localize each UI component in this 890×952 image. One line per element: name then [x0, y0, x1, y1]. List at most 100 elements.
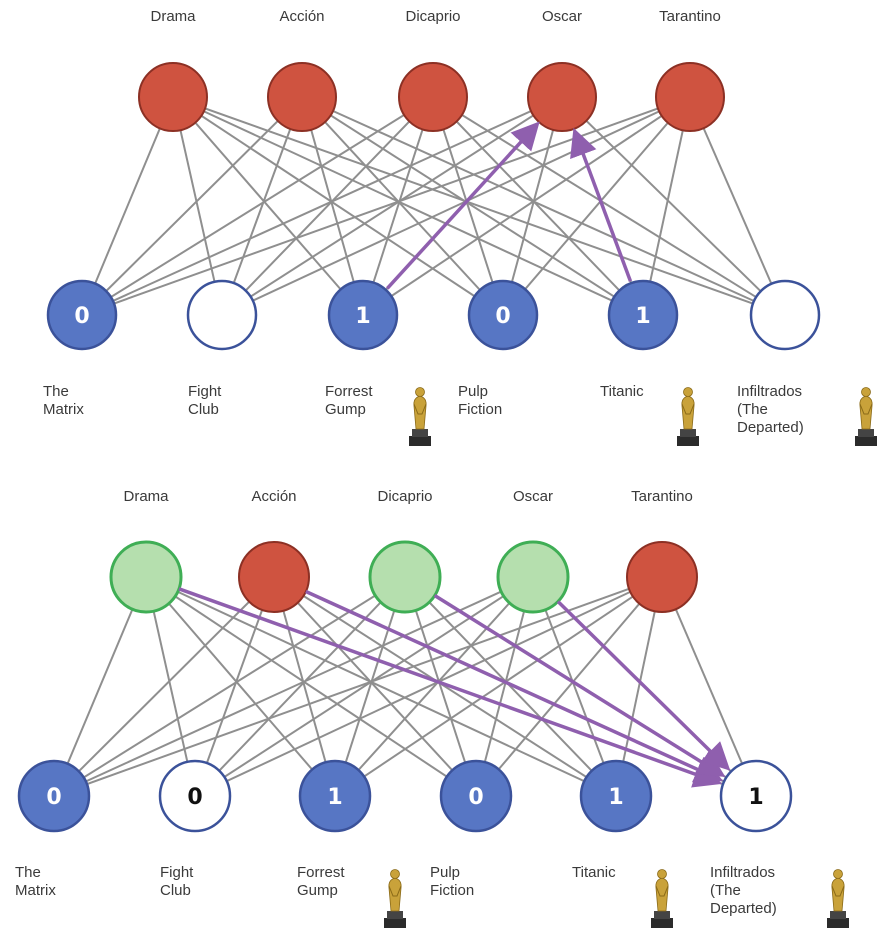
edge-h2-v1 — [194, 576, 406, 797]
edge-h4-v5 — [689, 96, 786, 316]
visible-node-2 — [186, 279, 258, 351]
edge-h0-v5 — [172, 96, 786, 316]
edge-h2-v5 — [432, 96, 786, 316]
edge-h3-v2 — [334, 576, 534, 797]
hidden-node-3 — [398, 62, 468, 132]
hidden-node-label: Acción — [279, 8, 325, 25]
edge-h2-v3 — [432, 96, 504, 316]
visible-node-5 — [579, 759, 653, 833]
oscar-statuette-icon — [677, 387, 699, 446]
movie-label: Infiltrados (The Departed) — [710, 864, 777, 917]
visible-node-value: 1 — [355, 304, 370, 329]
movie-label: Titanic — [572, 864, 616, 881]
movie-label: Pulp Fiction — [458, 383, 503, 418]
visible-node-value: 0 — [187, 785, 202, 810]
edge-h0-v1 — [145, 576, 196, 797]
hidden-node-label: Drama — [150, 8, 196, 25]
hidden-node-label: Drama — [123, 488, 169, 505]
edge-h0-v3 — [172, 96, 504, 316]
hidden-node-5 — [655, 62, 725, 132]
highlight-arrow-2 — [305, 589, 724, 783]
edge-h4-v4 — [615, 576, 663, 797]
hidden-node-2 — [267, 62, 337, 132]
edge-h0-v4 — [145, 576, 617, 797]
hidden-node-2 — [238, 541, 310, 613]
hidden-node-label: Acción — [251, 488, 297, 505]
edge-h3-v0 — [53, 576, 534, 797]
hidden-node-5 — [626, 541, 698, 613]
visible-node-value: 0 — [46, 785, 61, 810]
edge-h1-v1 — [221, 96, 303, 316]
visible-node-2 — [158, 759, 232, 833]
edge-h4-v5 — [661, 576, 757, 797]
edge-h3-v0 — [81, 96, 563, 316]
edge-h4-v2 — [362, 96, 691, 316]
edge-h3-v1 — [221, 96, 563, 316]
hidden-node-label: Oscar — [512, 488, 554, 505]
visible-node-value: 1 — [608, 785, 623, 810]
edge-h3-v5 — [561, 96, 786, 316]
edge-h0-v4 — [172, 96, 644, 316]
edge-h0-v2 — [172, 96, 364, 316]
visible-node-6 — [749, 279, 821, 351]
hidden-node-1 — [138, 62, 208, 132]
highlight-arrow-1 — [178, 587, 723, 788]
hidden-node-label: Dicaprio — [377, 488, 433, 505]
edge-h4-v1 — [221, 96, 691, 316]
edge-h2-v0 — [81, 96, 434, 316]
edge-h4-v1 — [194, 576, 663, 797]
visible-node-value: 1 — [635, 304, 650, 329]
visible-node-1 — [17, 759, 91, 833]
edge-h4-v3 — [502, 96, 691, 316]
highlight-arrows — [178, 587, 731, 788]
visible-node-3 — [327, 279, 399, 351]
movie-label: The Matrix — [15, 864, 56, 899]
visible-node-1 — [46, 279, 118, 351]
edge-h2-v4 — [432, 96, 644, 316]
edge-h0-v0 — [81, 96, 174, 316]
edge-h2-v2 — [334, 576, 406, 797]
highlight-arrows — [385, 121, 633, 290]
visible-node-value: 1 — [748, 785, 763, 810]
edge-h3-v3 — [475, 576, 534, 797]
edge-h2-v0 — [53, 576, 406, 797]
hidden-node-label: Tarantino — [659, 8, 721, 25]
visible-node-6 — [719, 759, 793, 833]
highlight-arrow-3 — [433, 594, 726, 777]
edge-h4-v2 — [334, 576, 663, 797]
edge-h3-v3 — [502, 96, 563, 316]
edge-h0-v1 — [172, 96, 223, 316]
visible-node-4 — [439, 759, 513, 833]
highlight-arrow-2 — [570, 127, 633, 282]
hidden-node-4 — [496, 540, 570, 614]
movie-label: Infiltrados (The Departed) — [737, 383, 804, 436]
visible-node-value: 0 — [495, 304, 510, 329]
edge-h1-v2 — [301, 96, 364, 316]
movie-label: Fight Club — [188, 383, 222, 418]
oscar-statuette-icon — [409, 387, 431, 446]
edge-h2-v2 — [362, 96, 434, 316]
edge-h1-v3 — [273, 576, 477, 797]
edge-h4-v3 — [475, 576, 663, 797]
edge-h4-v4 — [642, 96, 691, 316]
edge-h2-v1 — [221, 96, 434, 316]
hidden-node-label: Tarantino — [631, 488, 693, 505]
visible-node-5 — [607, 279, 679, 351]
edge-h2-v3 — [404, 576, 477, 797]
oscar-statuette-icon — [384, 869, 406, 928]
oscar-statuette-icon — [827, 869, 849, 928]
edge-h3-v1 — [194, 576, 534, 797]
edge-h1-v2 — [273, 576, 336, 797]
visible-node-4 — [467, 279, 539, 351]
connection-edges — [53, 576, 757, 797]
highlight-arrow-4 — [556, 600, 731, 771]
edge-h2-v4 — [404, 576, 617, 797]
visible-node-value: 0 — [468, 785, 483, 810]
hidden-node-3 — [368, 540, 442, 614]
movie-label: Pulp Fiction — [430, 864, 475, 899]
movie-label: Fight Club — [160, 864, 194, 899]
edge-h4-v0 — [53, 576, 663, 797]
hidden-node-4 — [527, 62, 597, 132]
